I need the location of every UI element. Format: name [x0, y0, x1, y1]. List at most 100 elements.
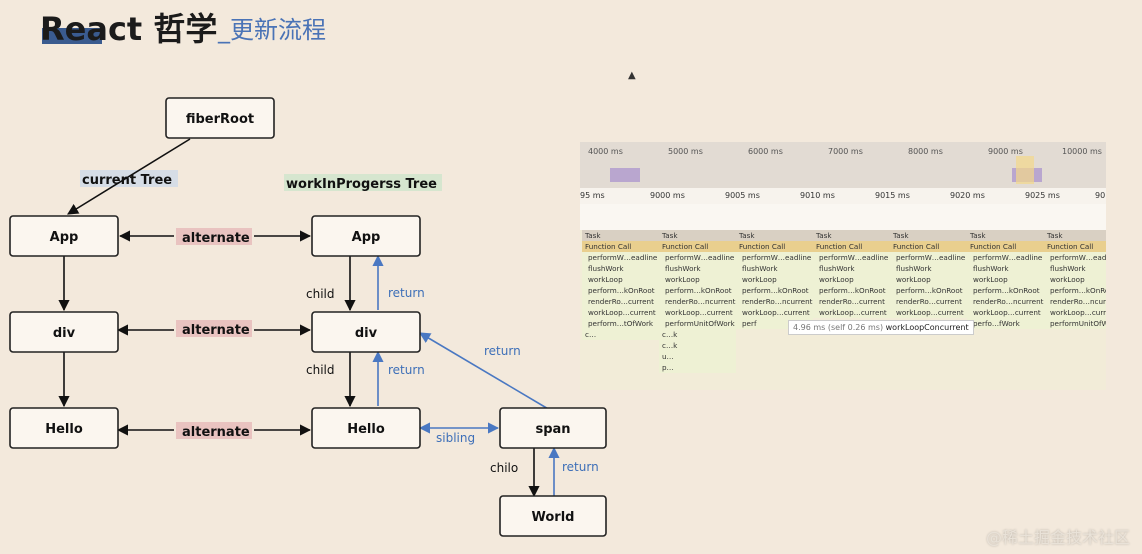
flame-entry[interactable]: flushWork — [967, 263, 1044, 274]
flame-entry[interactable]: c…k — [659, 329, 736, 340]
ruler-tick: 9010 ms — [800, 191, 835, 200]
child-label-1: child — [306, 287, 335, 301]
flame-entry[interactable]: Function Call — [890, 241, 967, 252]
node-world: World — [499, 495, 607, 537]
alternate-highlight-1 — [176, 228, 252, 245]
flame-entry[interactable]: workLoop…current — [813, 307, 890, 318]
overview-tick: 5000 ms — [668, 147, 703, 156]
flame-tooltip: 4.96 ms (self 0.26 ms) workLoopConcurren… — [788, 320, 974, 335]
flame-entry[interactable]: Task — [1044, 230, 1106, 241]
page-title: React 哲学 — [40, 10, 218, 48]
flame-entry[interactable]: renderRo…current — [582, 296, 659, 307]
flame-entry[interactable]: workLoop — [1044, 274, 1106, 285]
flame-entry[interactable]: performW…eadline — [1044, 252, 1106, 263]
ruler-tick: 9015 ms — [875, 191, 910, 200]
flame-entry[interactable]: c… — [582, 329, 659, 340]
node-hello-current: Hello — [9, 407, 119, 449]
page-subtitle: _更新流程 — [218, 16, 326, 44]
alternate-label-hello: alternate — [182, 425, 250, 440]
flame-entry[interactable]: perform…kOnRoot — [736, 285, 813, 296]
flame-entry[interactable]: workLoop — [967, 274, 1044, 285]
flame-entry[interactable]: p… — [659, 362, 736, 373]
flame-entry[interactable]: renderRo…ncurrent — [659, 296, 736, 307]
flame-entry[interactable]: performW…eadline — [967, 252, 1044, 263]
overview-tick: 10000 ms — [1062, 147, 1102, 156]
svg-text:div: div — [355, 326, 378, 341]
tooltip-time: 4.96 ms (self 0.26 ms) — [793, 323, 884, 332]
wip-tree-label: workInProgerss Tree — [286, 177, 437, 192]
flame-entry[interactable]: perform…tOfWork — [582, 318, 659, 329]
return-label-1: return — [388, 286, 425, 300]
flame-entry[interactable]: workLoop…current — [736, 307, 813, 318]
flame-entry[interactable]: Function Call — [967, 241, 1044, 252]
flame-entry[interactable]: Function Call — [736, 241, 813, 252]
current-tree-highlight — [80, 170, 178, 187]
flame-entry[interactable]: performW…eadline — [736, 252, 813, 263]
flame-entry[interactable]: Task — [813, 230, 890, 241]
flame-entry[interactable]: performW…eadline — [582, 252, 659, 263]
flame-entry[interactable]: Task — [967, 230, 1044, 241]
return-label-2: return — [388, 363, 425, 377]
flame-entry[interactable]: flushWork — [736, 263, 813, 274]
flame-entry[interactable]: workLoop…current — [659, 307, 736, 318]
svg-text:Hello: Hello — [347, 422, 385, 437]
flame-entry[interactable]: u… — [659, 351, 736, 362]
flame-entry[interactable]: perf — [736, 318, 813, 329]
flame-entry[interactable]: Function Call — [813, 241, 890, 252]
ruler-tick: 9025 ms — [1025, 191, 1060, 200]
ruler-tick: 90 — [1095, 191, 1106, 200]
flame-entry[interactable]: Task — [890, 230, 967, 241]
flame-entry[interactable]: performW…eadline — [659, 252, 736, 263]
flame-entry[interactable]: Task — [659, 230, 736, 241]
flame-entry[interactable]: workLoop — [582, 274, 659, 285]
flame-entry[interactable]: workLoop — [813, 274, 890, 285]
flame-entry[interactable]: performW…eadline — [890, 252, 967, 263]
flame-entry[interactable]: flushWork — [659, 263, 736, 274]
node-app-wip: App — [311, 215, 421, 257]
flame-entry[interactable]: flushWork — [890, 263, 967, 274]
flame-entry[interactable]: workLoop…current — [1044, 307, 1106, 318]
flame-entry[interactable]: performUnitOfWork — [659, 318, 736, 329]
overview-tick: 7000 ms — [828, 147, 863, 156]
node-div-current: div — [9, 311, 119, 353]
ruler-tick: 9020 ms — [950, 191, 985, 200]
title-underline — [42, 28, 102, 44]
ruler-tick: 95 ms — [580, 191, 605, 200]
flame-entry[interactable]: perform…kOnRoot — [813, 285, 890, 296]
flame-entry[interactable]: Task — [736, 230, 813, 241]
flame-entry[interactable]: workLoop…current — [890, 307, 967, 318]
alternate-highlight-2 — [176, 320, 252, 337]
flame-entry[interactable]: flushWork — [813, 263, 890, 274]
ruler-tick: 9000 ms — [650, 191, 685, 200]
svg-text:div: div — [53, 326, 76, 341]
flame-entry[interactable]: perform…kOnRoot — [582, 285, 659, 296]
flame-entry[interactable]: perform…kOnRoot — [659, 285, 736, 296]
flame-entry[interactable]: renderRo…ncurrent — [1044, 296, 1106, 307]
flame-entry[interactable]: perform…kOnRoot — [967, 285, 1044, 296]
flame-entry[interactable]: workLoop — [659, 274, 736, 285]
flame-entry[interactable]: performW…eadline — [813, 252, 890, 263]
flame-entry[interactable]: perfo…fWork — [967, 318, 1044, 329]
flame-entry[interactable]: workLoop — [890, 274, 967, 285]
flame-entry[interactable]: Task — [582, 230, 659, 241]
flame-entry[interactable]: renderRo…current — [813, 296, 890, 307]
flame-entry[interactable]: Function Call — [659, 241, 736, 252]
flame-entry[interactable]: workLoop — [736, 274, 813, 285]
flame-entry[interactable]: performUnitOfWork — [1044, 318, 1106, 329]
alternate-highlight-3 — [176, 422, 252, 439]
flame-entry[interactable]: workLoop…current — [967, 307, 1044, 318]
flame-entry[interactable]: perform…kOnRoot — [890, 285, 967, 296]
flame-entry[interactable]: workLoop…current — [582, 307, 659, 318]
flame-entry[interactable]: renderRo…ncurrent — [736, 296, 813, 307]
timeline-overview: 4000 ms 5000 ms 6000 ms 7000 ms 8000 ms … — [580, 142, 1106, 188]
flame-entry[interactable]: c…k — [659, 340, 736, 351]
flame-entry[interactable]: perform…kOnRoot — [1044, 285, 1106, 296]
flame-entry[interactable]: renderRo…current — [890, 296, 967, 307]
flame-entry[interactable]: flushWork — [582, 263, 659, 274]
flame-entry[interactable]: renderRo…ncurrent — [967, 296, 1044, 307]
flame-entry[interactable]: flushWork — [1044, 263, 1106, 274]
flame-entry[interactable]: Function Call — [582, 241, 659, 252]
flame-entry[interactable]: Function Call — [1044, 241, 1106, 252]
